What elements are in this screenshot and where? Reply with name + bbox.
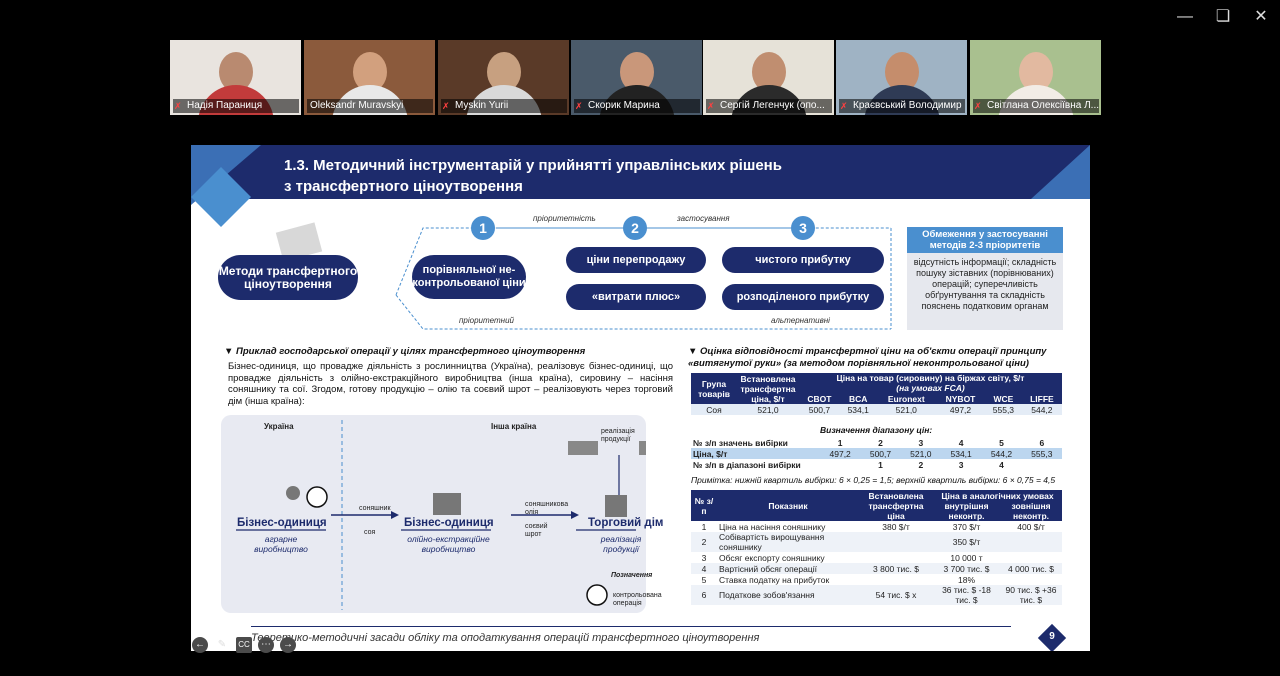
- more-options-icon[interactable]: ⋯: [258, 637, 274, 653]
- example-text: Бізнес-одиниця, що провадже діяльність з…: [228, 361, 673, 407]
- methods-diagram-lines: [395, 227, 892, 330]
- legend-controlled-operation: контрольована операція: [613, 592, 662, 607]
- participant-name: Надія Параниця: [173, 99, 299, 113]
- participant-tile[interactable]: Скорик Марина ✗: [571, 40, 702, 115]
- participant-name: Світлана Олексіївна Л...: [973, 99, 1099, 113]
- limits-box: Обмеження у застосуванні методів 2-3 прі…: [907, 227, 1063, 330]
- mic-muted-icon: ✗: [840, 101, 848, 111]
- participant-tile-active[interactable]: Oleksandr Muravskyi: [304, 40, 435, 115]
- participant-tile[interactable]: Краєвський Володимир ✗: [836, 40, 967, 115]
- business-unit-1-desc: аграрне виробництво: [254, 534, 308, 554]
- operation-map-lines: [236, 420, 646, 610]
- methods-label: Методи трансфертного ціноутворення: [218, 255, 358, 300]
- priority-number-2: 2: [623, 216, 647, 240]
- business-unit-2: Бізнес-одиниця: [404, 517, 494, 529]
- slide-title: 1.3. Методичний інструментарій у прийнят…: [284, 157, 782, 174]
- label-priority: пріоритетність: [533, 214, 596, 223]
- slide-footer-text: Теоретико-методичні засади обліку та опо…: [251, 632, 760, 644]
- col-exchange: NYBOT: [935, 393, 986, 404]
- trading-house-desc: реалізація продукції: [600, 534, 642, 554]
- captions-button[interactable]: CC: [236, 637, 252, 653]
- range-title: Визначення діапазону цін:: [820, 425, 933, 435]
- col-group: Група товарів: [691, 373, 737, 404]
- participant-tile[interactable]: Надія Параниця ✗: [170, 40, 301, 115]
- label-alternative: альтернативні: [771, 316, 830, 325]
- flow-soy: соя: [364, 529, 376, 536]
- flow-sunflower-oil: соняшникова олія: [525, 501, 569, 516]
- method-comparable-price: порівняльної не-контрольованої ціни: [412, 255, 526, 299]
- method-profit-split: розподіленого прибутку: [722, 284, 884, 310]
- method-cost-plus: «витрати плюс»: [566, 284, 706, 310]
- map-other-country-label: Інша країна: [491, 422, 537, 431]
- footer-line: [251, 626, 1011, 627]
- quartile-note: Примітка: нижній квартиль вибірки: 6 × 0…: [691, 475, 1056, 485]
- col-exchange: CBOT: [799, 393, 840, 404]
- example-title: ▼ Приклад господарської операції у цілях…: [224, 346, 586, 357]
- participant-tile[interactable]: Myskin Yurii ✗: [438, 40, 569, 115]
- page-number: 9: [1049, 631, 1055, 642]
- trading-house: Торговий дім: [588, 517, 664, 529]
- participant-name: Сергій Легенчук (опо...: [706, 99, 832, 113]
- participant-name: Myskin Yurii: [441, 99, 567, 113]
- method-resale-price: ціни перепродажу: [566, 247, 706, 273]
- col-exchange: LIFFE: [1021, 393, 1062, 404]
- business-unit-1: Бізнес-одиниця: [237, 517, 327, 529]
- corner-decoration: [191, 145, 1090, 227]
- participant-name: Oleksandr Muravskyi: [307, 99, 433, 113]
- col-transfer-price: Встановлена трансфертна ціна, $/т: [737, 373, 799, 404]
- method-net-profit: чистого прибутку: [722, 247, 884, 273]
- business-unit-2-desc: олійно-екстракційне виробництво: [407, 534, 490, 554]
- participant-tile[interactable]: Сергій Легенчук (опо... ✗: [703, 40, 834, 115]
- mic-muted-icon: ✗: [707, 101, 715, 111]
- minimize-icon[interactable]: —: [1177, 8, 1193, 25]
- mic-muted-icon: ✗: [442, 101, 450, 111]
- mic-muted-icon: ✗: [575, 101, 583, 111]
- slide-banner: 1.3. Методичний інструментарій у прийнят…: [191, 145, 1090, 199]
- exchange-price-table: Група товарів Встановлена трансфертна ці…: [691, 373, 1062, 415]
- comparison-table: № з/п Показник Встановлена трансфертна ц…: [691, 490, 1062, 605]
- participant-name: Краєвський Володимир: [839, 99, 965, 113]
- map-ukraine-label: Україна: [264, 422, 294, 431]
- participant-tile[interactable]: Світлана Олексіївна Л... ✗: [970, 40, 1101, 115]
- label-application: застосування: [677, 214, 730, 223]
- priority-number-3: 3: [791, 216, 815, 240]
- flow-sales: реалізація продукції: [601, 428, 635, 443]
- previous-slide-icon[interactable]: ←: [192, 637, 208, 653]
- limits-text: відсутність інформації; складність пошук…: [913, 257, 1057, 311]
- limits-title: Обмеження у застосуванні методів 2-3 прі…: [907, 227, 1063, 253]
- flow-soymeal: соєвий шрот: [525, 523, 548, 538]
- col-exchange: WCE: [985, 393, 1022, 404]
- participant-name: Скорик Марина: [574, 99, 700, 113]
- flow-sunflower: соняшник: [359, 505, 391, 512]
- mic-muted-icon: ✗: [974, 101, 982, 111]
- col-exchange: BCA: [839, 393, 877, 404]
- col-exchange: Euronext: [876, 393, 936, 404]
- legend-title: Позначення: [611, 572, 653, 579]
- shared-slide: 1.3. Методичний інструментарій у прийнят…: [191, 145, 1090, 651]
- slide-title-line2: з трансфертного ціноутворення: [284, 178, 523, 195]
- col-exchange-price: Ціна на товар (сировину) на біржах світу…: [799, 373, 1062, 393]
- next-slide-icon[interactable]: →: [280, 637, 296, 653]
- pen-icon[interactable]: ✎: [217, 639, 227, 650]
- priority-number-1: 1: [471, 216, 495, 240]
- close-icon[interactable]: ✕: [1254, 8, 1268, 25]
- label-priority-main: пріоритетний: [459, 316, 514, 325]
- assessment-title: ▼ Оцінка відповідності трансфертної ціни…: [688, 346, 1047, 369]
- restore-icon[interactable]: ❏: [1215, 8, 1231, 25]
- mic-muted-icon: ✗: [174, 101, 182, 111]
